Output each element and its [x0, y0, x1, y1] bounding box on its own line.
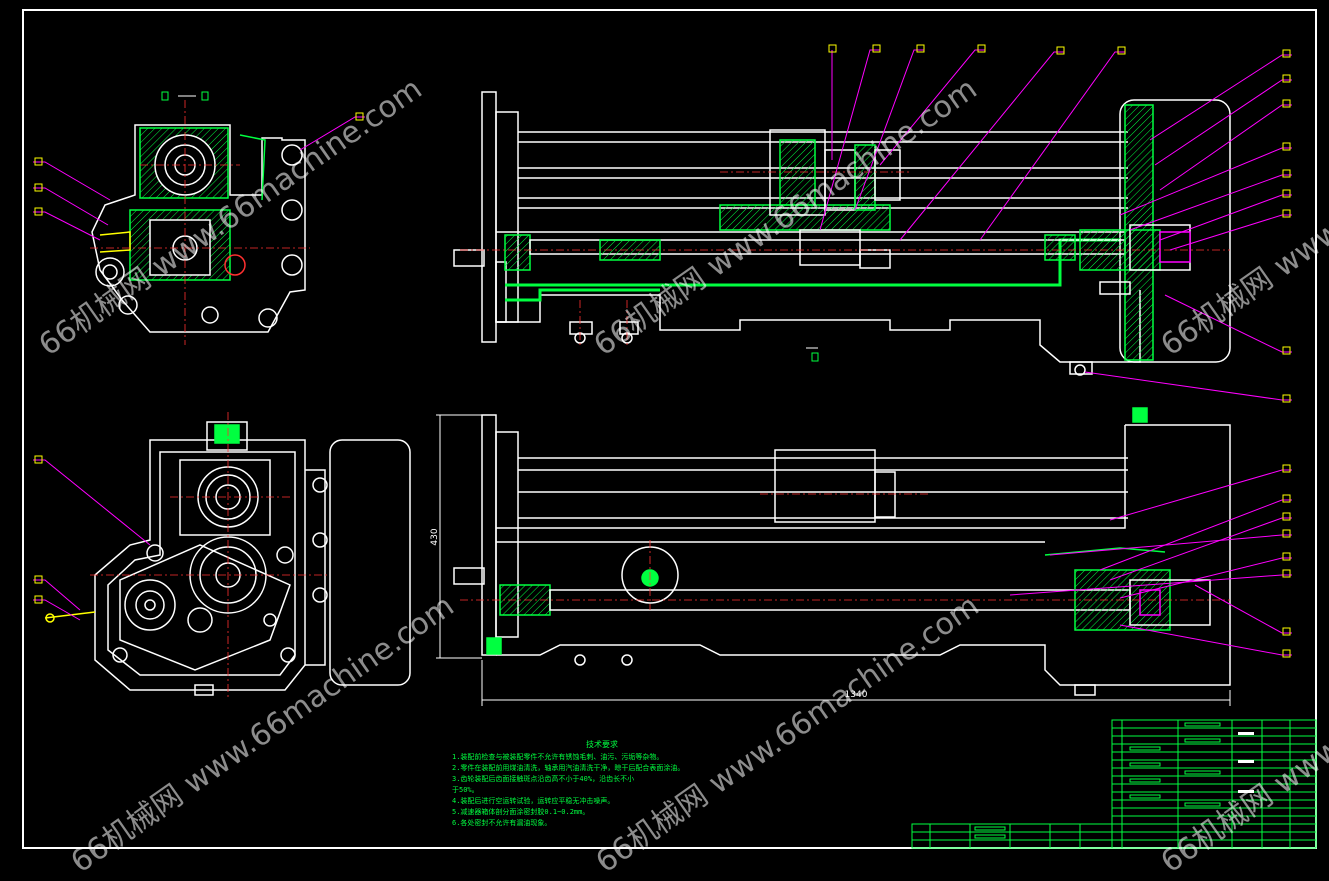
note-line: 1.装配前检查与被装配零件不允许有锈蚀毛刺、油污、污垢等杂物。 — [452, 753, 664, 761]
main-section-view-lower — [453, 407, 1231, 696]
note-line: 6.各处密封不允许有漏油现象。 — [452, 819, 552, 827]
title-block — [911, 719, 1317, 849]
note-line: 4.装配后进行空运转试验，运转应平稳无冲击噪声。 — [452, 797, 615, 805]
note-line: 于50%。 — [452, 786, 479, 794]
end-view-gearbox — [44, 421, 411, 696]
dim-length: 1340 — [845, 690, 868, 700]
main-section-view-upper — [453, 91, 1231, 376]
note-line: 5.减速器箱体剖分面涂密封胶0.1~0.2mm。 — [452, 808, 590, 816]
dim-height: 430 — [430, 528, 440, 545]
cad-drawing: 430 1340 — [22, 9, 1317, 849]
leader-lines — [33, 49, 1292, 656]
drawing-frame — [22, 9, 1317, 849]
end-section-view — [91, 124, 306, 333]
note-line: 2.零件在装配前用煤油清洗，轴承用汽油清洗干净，晾干后配合表面涂油。 — [452, 764, 685, 772]
note-line: 3.齿轮装配后齿面接触斑点沿齿高不小于40%，沿齿长不小 — [452, 775, 635, 783]
notes-title: 技术要求 — [586, 740, 618, 749]
technical-notes: 技术要求 1.装配前检查与被装配零件不允许有锈蚀毛刺、油污、污垢等杂物。 2.零… — [452, 739, 752, 829]
